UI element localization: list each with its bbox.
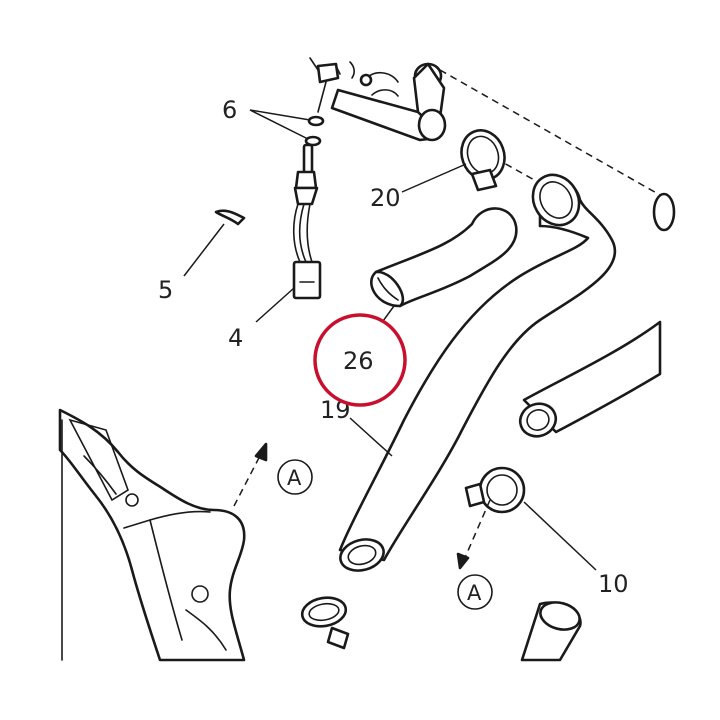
lower-right-hose xyxy=(520,601,582,662)
reference-marker-a-upper: A xyxy=(287,466,302,490)
label-part-10: 10 xyxy=(598,570,629,598)
label-part-5: 5 xyxy=(158,276,173,304)
highlight-circle xyxy=(313,313,407,407)
washer-part-6 xyxy=(304,115,325,147)
sensor-connector-top xyxy=(309,57,341,113)
label-part-6: 6 xyxy=(222,96,237,124)
circle-letter-icon: A xyxy=(277,459,313,495)
upper-pipe-fitting xyxy=(330,61,447,142)
label-part-20: 20 xyxy=(370,184,401,212)
clip-part-5 xyxy=(214,209,246,226)
dashed-connection-lines xyxy=(439,69,661,196)
reference-marker-a-lower: A xyxy=(467,581,482,605)
leader-lines xyxy=(183,109,597,571)
right-hose xyxy=(518,320,662,438)
frame-bracket xyxy=(58,408,246,662)
label-part-26: 26 xyxy=(343,347,374,375)
hose-clamp-part-20 xyxy=(460,129,506,192)
short-hose-part-26 xyxy=(370,207,518,308)
hose-clamp-part-10 xyxy=(464,466,526,514)
long-hose-part-19 xyxy=(338,173,617,572)
sensor-part-4 xyxy=(292,143,322,300)
dashed-arrow-icon xyxy=(233,442,268,507)
dashed-arrow-icon xyxy=(456,499,491,570)
hose-clamp-lower xyxy=(300,596,350,650)
label-part-4: 4 xyxy=(228,324,243,352)
circle-letter-icon: A xyxy=(457,574,493,610)
right-edge-fitting xyxy=(652,192,676,232)
